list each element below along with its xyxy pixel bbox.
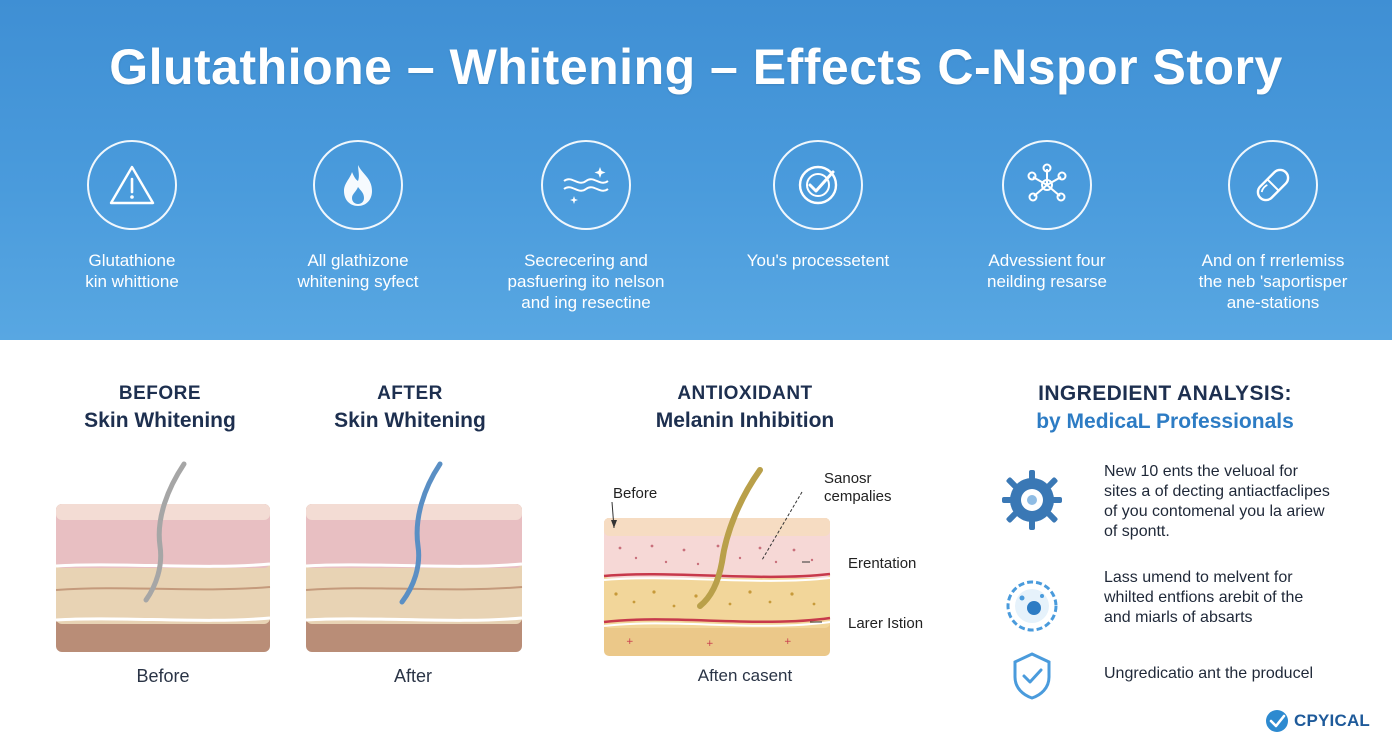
svg-text:+: + (784, 637, 792, 647)
feature-item-5: Advessient four neilding resarse (937, 140, 1157, 292)
brand-logo: CPYICAL (1264, 708, 1370, 734)
feature-label: Glutathione kin whittione (85, 251, 179, 291)
feature-label: Advessient four neilding resarse (986, 251, 1107, 291)
feature-item-1: Glutathione kin whittione (22, 140, 242, 292)
ingredient-item-2: Lass umend to melvent for whilted entfio… (994, 568, 1374, 644)
logo-text: CPYICAL (1294, 711, 1371, 730)
ingredient-item-1: New 10 ents the veluoal for sites a of d… (994, 462, 1374, 542)
ingredient-heading-line-1: INGREDIENT ANALYSIS: (1038, 382, 1292, 405)
svg-text:+: + (626, 637, 634, 647)
after-heading-line-1: AFTER (377, 383, 443, 404)
feature-item-4: You's processetent (708, 140, 928, 271)
feature-item-6: And on f rrerlemiss the neb 'saportisper… (1163, 140, 1383, 313)
after-heading: AFTER Skin Whitening (310, 383, 510, 433)
svg-text:+: + (706, 639, 714, 649)
ingredient-analysis-heading: INGREDIENT ANALYSIS: by MedicaL Professi… (1000, 382, 1330, 434)
capsule-icon (1228, 140, 1318, 230)
before-heading-line-2: Skin Whitening (84, 409, 236, 432)
before-skin-diagram (56, 461, 271, 652)
gear-cluster-icon (994, 462, 1070, 538)
before-caption: Before (136, 666, 190, 686)
after-skin-diagram (306, 461, 523, 652)
ingredient-item-text: Lass umend to melvent for whilted entfio… (1104, 569, 1304, 626)
antioxidant-caption: Aften casent (697, 666, 793, 685)
molecule-icon (1002, 140, 1092, 230)
before-heading-line-1: BEFORE (118, 383, 202, 404)
feature-item-3: Secrecering and pasfuering ito nelson an… (476, 140, 696, 313)
ingredient-item-text: Ungredicatio ant the producel (1104, 665, 1314, 682)
target-check-icon (773, 140, 863, 230)
feature-label: You's processetent (746, 251, 890, 270)
feature-label: And on f rrerlemiss the neb 'saportisper… (1198, 251, 1348, 312)
annotation-before: Before (613, 485, 658, 502)
antioxidant-heading-line-2: Melanin Inhibition (655, 409, 835, 432)
after-heading-line-2: Skin Whitening (334, 409, 486, 432)
feature-item-2: All glathizone whitening syfect (248, 140, 468, 292)
logo-icon (1266, 710, 1288, 732)
warning-icon (87, 140, 177, 230)
annotation-sanosr: Sanosr cempalies (824, 470, 892, 505)
feature-label: All glathizone whitening syfect (297, 251, 419, 291)
annotation-larer: Larer Istion (848, 615, 924, 632)
shield-check-icon (994, 646, 1070, 706)
cell-icon (994, 568, 1070, 644)
ingredient-heading-line-2: by MedicaL Professionals (1036, 410, 1294, 433)
header-banner (0, 0, 1392, 340)
annotation-erentation: Erentation (848, 555, 917, 572)
antioxidant-heading: ANTIOXIDANT Melanin Inhibition (630, 383, 860, 433)
feature-label: Secrecering and pasfuering ito nelson an… (507, 251, 665, 312)
melanin-inhibition-diagram: + + + (603, 467, 831, 656)
antioxidant-heading-line-1: ANTIOXIDANT (677, 383, 813, 404)
page-title: Glutathione – Whitening – Effects C-Nspo… (109, 39, 1283, 95)
ingredient-item-text: New 10 ents the veluoal for sites a of d… (1104, 463, 1330, 540)
before-heading: BEFORE Skin Whitening (60, 383, 260, 433)
waves-sparkle-icon (541, 140, 631, 230)
after-caption: After (393, 666, 432, 686)
flame-icon (313, 140, 403, 230)
ingredient-item-3: Ungredicatio ant the producel (994, 646, 1374, 706)
